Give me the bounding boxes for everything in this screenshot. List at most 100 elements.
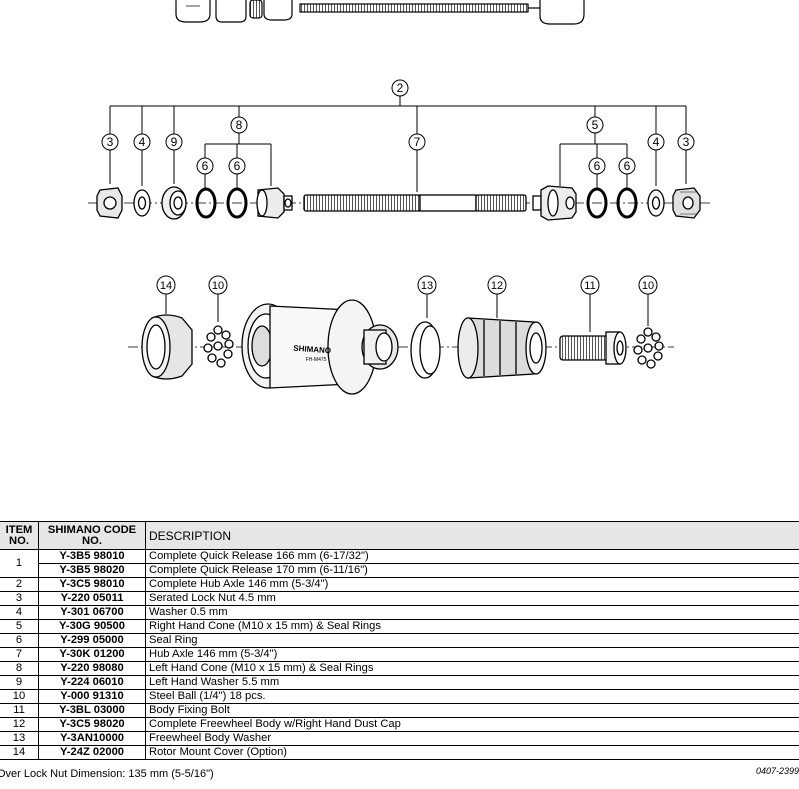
description-cell: Washer 0.5 mm — [145, 605, 799, 620]
table-row: 5 Y-30G 90500 Right Hand Cone (M10 x 15 … — [0, 619, 799, 634]
right-cone — [532, 185, 577, 221]
seal-ring-left-2 — [226, 187, 248, 219]
code-cell: Y-3B5 98010 — [38, 549, 146, 564]
steel-balls-right — [633, 327, 664, 369]
description-cell: Hub Axle 146 mm (5-3/4") — [145, 647, 799, 662]
item-no-cell: 14 — [0, 745, 39, 760]
hub-axle — [303, 194, 527, 212]
item-no-cell: 10 — [0, 689, 39, 704]
svg-text:7: 7 — [414, 135, 421, 149]
hub-shell — [241, 299, 399, 395]
svg-text:3: 3 — [683, 135, 690, 149]
lock-nut-right — [672, 187, 701, 219]
callout-6-c: 6 — [588, 157, 606, 175]
svg-text:6: 6 — [624, 159, 631, 173]
quick-release-partial — [175, 0, 585, 25]
freewheel-body-washer — [410, 321, 441, 379]
svg-text:4: 4 — [653, 135, 660, 149]
code-cell: Y-3AN10000 — [38, 731, 146, 746]
item-no-cell: 12 — [0, 717, 39, 732]
code-cell: Y-3C5 98010 — [38, 577, 146, 592]
code-cell: Y-224 06010 — [38, 675, 146, 690]
callout-3-left: 3 — [101, 133, 119, 151]
svg-text:2: 2 — [397, 81, 404, 95]
item-no-cell: 1 — [0, 549, 39, 578]
description-cell: Left Hand Cone (M10 x 15 mm) & Seal Ring… — [145, 661, 799, 676]
callouts: 2 3 4 9 8 6 6 7 5 6 6 4 3 14 10 13 12 11… — [101, 79, 695, 295]
body-fixing-bolt — [559, 331, 627, 365]
washer-right — [647, 189, 665, 217]
item-no-cell: 8 — [0, 661, 39, 676]
header-description: DESCRIPTION — [145, 521, 799, 550]
left-cone — [256, 187, 293, 219]
code-cell: Y-3B5 98020 — [38, 563, 146, 578]
table-row: 3 Y-220 05011 Serated Lock Nut 4.5 mm — [0, 591, 799, 606]
callout-2: 2 — [391, 79, 409, 97]
code-cell: Y-3BL 03000 — [38, 703, 146, 718]
svg-text:6: 6 — [234, 159, 241, 173]
callout-6-d: 6 — [618, 157, 636, 175]
seal-ring-right-1 — [586, 187, 608, 219]
code-cell: Y-30G 90500 — [38, 619, 146, 634]
callout-7: 7 — [408, 133, 426, 151]
description-cell: Complete Hub Axle 146 mm (5-3/4") — [145, 577, 799, 592]
rotor-mount-cover — [141, 314, 193, 380]
callout-4-right: 4 — [647, 133, 665, 151]
hub-model-label: FH-M475 — [306, 357, 327, 363]
table-row: 13 Y-3AN10000 Freewheel Body Washer — [0, 731, 799, 746]
lock-nut-left — [96, 187, 123, 219]
callout-8: 8 — [230, 116, 248, 134]
svg-text:13: 13 — [421, 280, 433, 292]
code-cell: Y-299 05000 — [38, 633, 146, 648]
table-row: 14 Y-24Z 02000 Rotor Mount Cover (Option… — [0, 745, 799, 760]
item-no-cell: 5 — [0, 619, 39, 634]
svg-text:6: 6 — [594, 159, 601, 173]
exploded-hub-diagram: SHIMANO FH-M475 — [88, 0, 710, 395]
code-cell: Y-3C5 98020 — [38, 717, 146, 732]
code-cell: Y-30K 01200 — [38, 647, 146, 662]
item-no-cell: 9 — [0, 675, 39, 690]
seal-ring-right-2 — [616, 187, 638, 219]
hub-brand-label: SHIMANO — [293, 344, 331, 356]
table-row: 1 Y-3B5 98010 Complete Quick Release 166… — [0, 549, 799, 578]
code-cell: Y-000 91310 — [38, 689, 146, 704]
description-cell: Freewheel Body Washer — [145, 731, 799, 746]
table-row: 8 Y-220 98080 Left Hand Cone (M10 x 15 m… — [0, 661, 799, 676]
description-cell: Seal Ring — [145, 633, 799, 648]
item-no-cell: 6 — [0, 633, 39, 648]
table-row: 2 Y-3C5 98010 Complete Hub Axle 146 mm (… — [0, 577, 799, 592]
axle-parts — [96, 185, 701, 221]
svg-text:6: 6 — [202, 159, 209, 173]
table-row: 6 Y-299 05000 Seal Ring — [0, 633, 799, 648]
description-cell: Complete Quick Release 170 mm (6-11/16") — [145, 563, 799, 578]
header-item-no: ITEM NO. — [0, 521, 39, 550]
callout-6-a: 6 — [196, 157, 214, 175]
description-cell: Right Hand Cone (M10 x 15 mm) & Seal Rin… — [145, 619, 799, 634]
callout-9: 9 — [165, 133, 183, 151]
callout-5: 5 — [586, 116, 604, 134]
washer-left — [133, 189, 151, 217]
item-no-cell: 3 — [0, 591, 39, 606]
table-row: 11 Y-3BL 03000 Body Fixing Bolt — [0, 703, 799, 718]
description-cell: Body Fixing Bolt — [145, 703, 799, 718]
callout-11: 11 — [580, 275, 600, 295]
svg-text:12: 12 — [491, 280, 503, 292]
steel-balls-left — [203, 325, 234, 368]
svg-text:5: 5 — [592, 118, 599, 132]
header-code-no: SHIMANO CODE NO. — [38, 521, 146, 550]
item-no-cell: 13 — [0, 731, 39, 746]
svg-text:11: 11 — [584, 280, 595, 292]
callout-6-b: 6 — [228, 157, 246, 175]
table-header-row: ITEM NO. SHIMANO CODE NO. DESCRIPTION — [0, 521, 799, 550]
left-hand-washer — [161, 186, 187, 220]
item-no-cell: 11 — [0, 703, 39, 718]
leader-lines-axle — [109, 96, 687, 192]
svg-text:8: 8 — [236, 118, 243, 132]
leader-lines-hub — [165, 293, 649, 332]
code-cell: Y-24Z 02000 — [38, 745, 146, 760]
table-row: 9 Y-224 06010 Left Hand Washer 5.5 mm — [0, 675, 799, 690]
callout-4-left: 4 — [133, 133, 151, 151]
description-cell: Left Hand Washer 5.5 mm — [145, 675, 799, 690]
callout-13: 13 — [417, 275, 437, 295]
callout-14: 14 — [156, 275, 176, 295]
